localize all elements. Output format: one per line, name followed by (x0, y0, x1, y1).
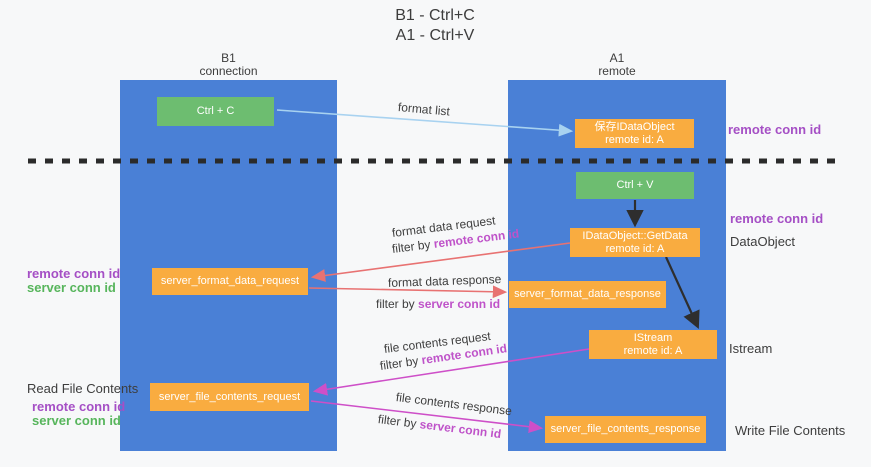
filter-by-text: filter by (376, 297, 419, 311)
getdata-line2: remote id: A (605, 242, 665, 255)
server-format-data-request-box: server_format_data_request (152, 268, 308, 295)
title-line-1: B1 - Ctrl+C (395, 7, 475, 24)
ctrl-v-box: Ctrl + V (576, 172, 694, 199)
server-format-data-response-label: server_format_data_response (514, 288, 661, 300)
getdata-box: IDataObject::GetData remote id: A (570, 228, 700, 257)
istream-line1: IStream (633, 331, 673, 344)
server-file-contents-response-label: server_file_contents_response (550, 423, 701, 435)
server-conn-id-key: server conn id (418, 297, 501, 311)
write-file-contents-annotation: Write File Contents (735, 423, 846, 438)
filter-by-server-conn-id-label-2: filter by server conn id (377, 412, 502, 441)
istream-annotation: Istream (729, 341, 773, 356)
lane-a1-role: remote (598, 64, 636, 78)
server-format-data-request-label: server_format_data_request (160, 275, 300, 287)
save-dataobject-line1: 保存IDataObject (594, 120, 675, 133)
filter-by-server-conn-id-label-1: filter by server conn id (376, 297, 500, 311)
lane-header-b1: B1 connection (120, 52, 337, 78)
dataobject-annotation: DataObject (730, 234, 796, 249)
filter-by-text: filter by (391, 236, 435, 256)
server-conn-id-key: server conn id (418, 417, 502, 442)
save-dataobject-line2: remote id: A (605, 133, 664, 146)
ctrl-c-label: Ctrl + C (196, 105, 235, 117)
remote-conn-id-annotation-left-1: remote conn id (27, 266, 121, 281)
diagram-title: B1 - Ctrl+C A1 - Ctrl+V (300, 6, 570, 46)
filter-by-text: filter by (379, 353, 423, 373)
getdata-line1: IDataObject::GetData (582, 229, 688, 242)
server-conn-id-annotation-left-1: server conn id (27, 280, 116, 295)
ctrl-c-box: Ctrl + C (157, 97, 274, 126)
server-conn-id-annotation-left-2: server conn id (32, 413, 121, 428)
server-file-contents-request-box: server_file_contents_request (150, 383, 309, 411)
lane-b1-role: connection (199, 64, 258, 78)
ctrl-v-label: Ctrl + V (616, 179, 654, 191)
remote-conn-id-annotation-left-2: remote conn id (32, 399, 126, 414)
format-data-response-label: format data response (387, 272, 502, 290)
remote-conn-id-annotation-top-right: remote conn id (728, 122, 822, 137)
lane-a1-name: A1 (609, 51, 625, 65)
lane-b1-name: B1 (221, 51, 236, 65)
file-contents-response-label: file contents response (395, 390, 513, 419)
remote-conn-id-annotation-mid-right: remote conn id (730, 211, 824, 226)
title-line-2: A1 - Ctrl+V (395, 27, 475, 44)
server-file-contents-response-box: server_file_contents_response (545, 416, 706, 443)
lane-header-a1: A1 remote (508, 52, 726, 78)
istream-line2: remote id: A (623, 344, 683, 357)
format-list-label: format list (397, 100, 451, 119)
server-file-contents-request-label: server_file_contents_request (158, 390, 301, 403)
save-dataobject-box: 保存IDataObject remote id: A (575, 119, 694, 148)
read-file-contents-annotation: Read File Contents (27, 381, 139, 396)
filter-by-text: filter by (377, 412, 421, 432)
istream-box: IStream remote id: A (589, 330, 717, 359)
server-format-data-response-box: server_format_data_response (509, 281, 666, 308)
